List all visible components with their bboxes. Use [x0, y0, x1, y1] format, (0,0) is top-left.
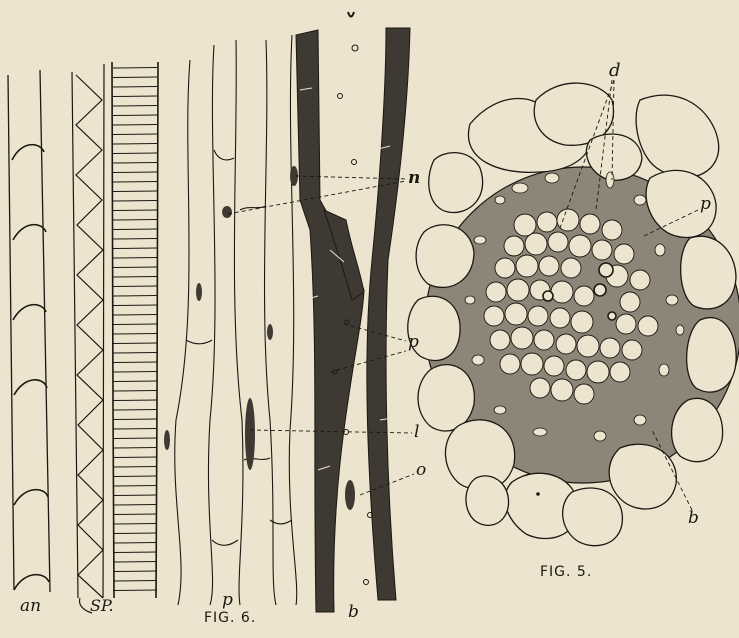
label-p-bottom: p — [222, 592, 233, 609]
label-p-right: p — [408, 334, 419, 351]
label-b-bottom: b — [348, 604, 359, 621]
label-o: o — [416, 462, 426, 479]
oil-drop — [345, 480, 355, 510]
label-an: an — [20, 598, 41, 615]
label-b-fig5: b — [688, 510, 699, 527]
label-sp: SP. — [90, 598, 114, 614]
label-n: n — [408, 170, 420, 187]
fig5-caption: FIG. 5. — [540, 564, 592, 580]
label-l: l — [414, 424, 419, 441]
fig6-caption: FIG. 6. — [204, 610, 256, 626]
label-d: d — [609, 62, 621, 80]
label-p-fig5: p — [700, 196, 711, 213]
